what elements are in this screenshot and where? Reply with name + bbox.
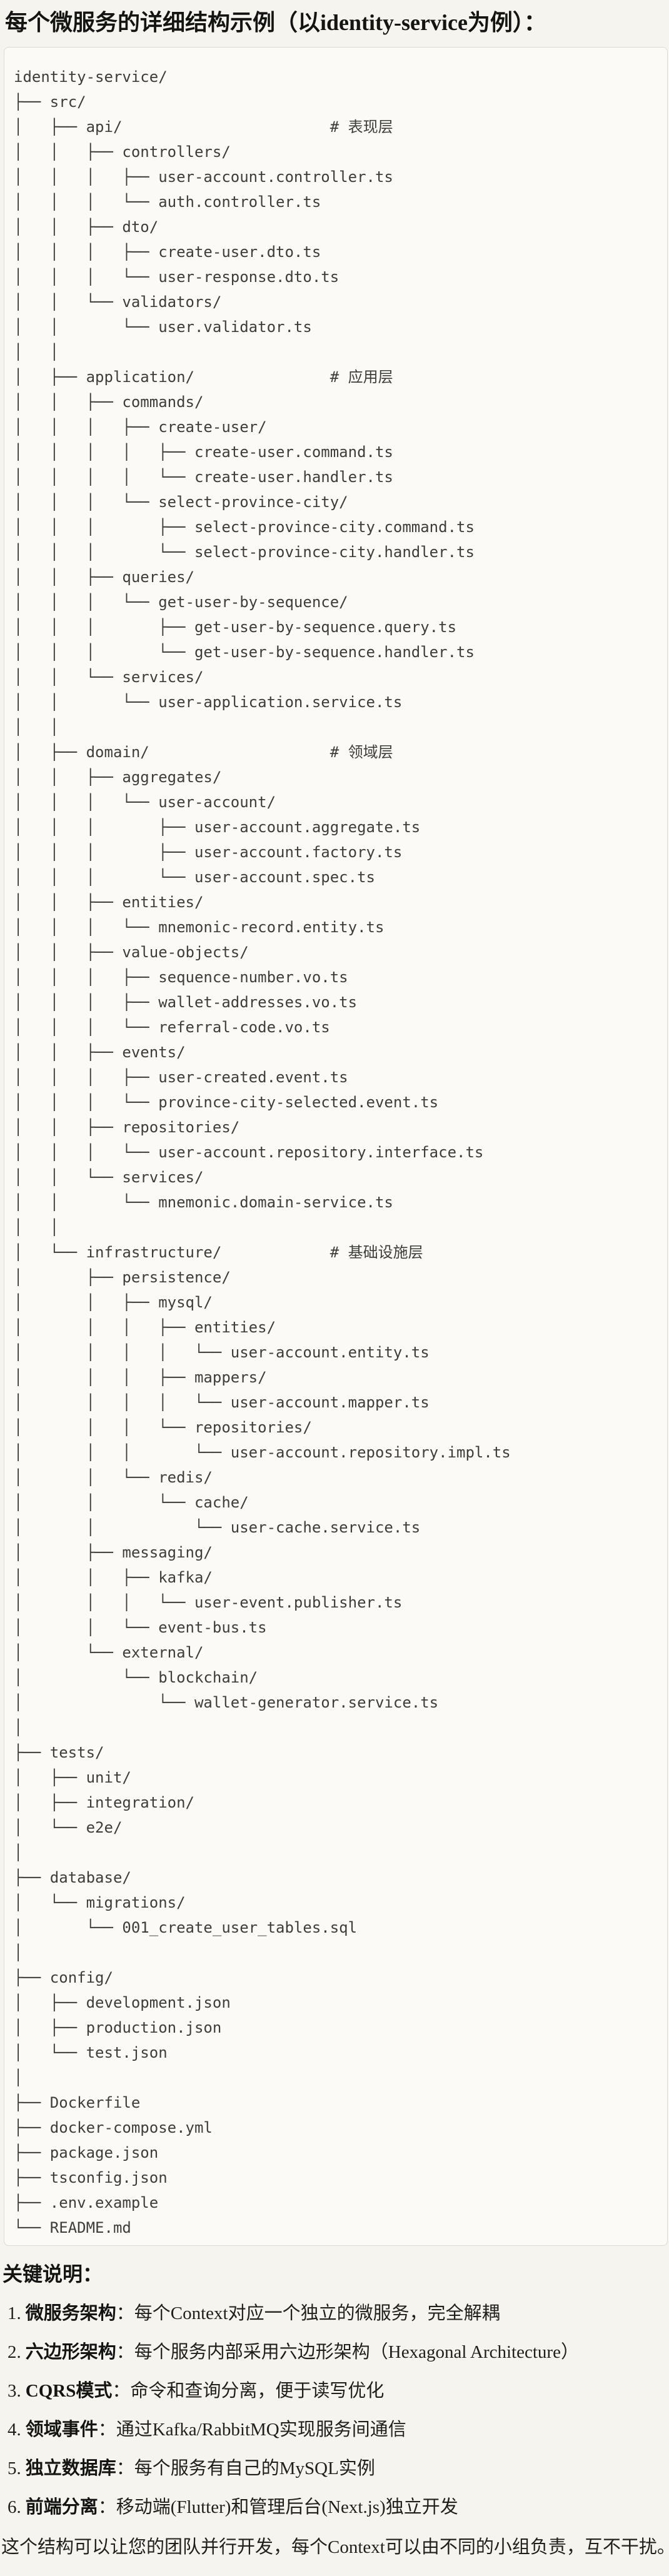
conclusion-paragraph: 这个结构可以让您的团队并行开发，每个Context可以由不同的小组负责，互不干扰… (1, 2537, 669, 2557)
note-item-number: 5. (8, 2458, 21, 2478)
directory-tree-text: identity-service/ ├── src/ │ ├── api/ # … (14, 68, 511, 2236)
note-item-text: ：命令和查询分离，便于读写优化 (112, 2380, 385, 2401)
note-item-label: 前端分离 (25, 2497, 98, 2517)
note-item-hexagonal: 2.六边形架构：每个服务内部采用六边形架构（Hexagonal Architec… (8, 2340, 669, 2365)
note-item-label: 独立数据库 (25, 2458, 116, 2478)
page-title: 每个微服务的详细结构示例（以identity-service为例）： (5, 10, 546, 35)
note-item-number: 2. (8, 2342, 21, 2362)
note-item-label: CQRS模式 (25, 2380, 113, 2401)
note-item-number: 4. (8, 2419, 21, 2440)
note-item-domain-events: 4.领域事件：通过Kafka/RabbitMQ实现服务间通信 (8, 2417, 669, 2442)
note-item-label: 六边形架构 (25, 2342, 116, 2362)
note-item-text: ：移动端(Flutter)和管理后台(Next.js)独立开发 (98, 2497, 458, 2517)
directory-tree-code-block: identity-service/ ├── src/ │ ├── api/ # … (4, 46, 668, 2246)
note-item-label: 领域事件 (25, 2419, 98, 2440)
note-item-microservice: 1.微服务架构：每个Context对应一个独立的微服务，完全解耦 (8, 2301, 669, 2326)
note-item-independent-db: 5.独立数据库：每个服务有自己的MySQL实例 (8, 2456, 669, 2481)
note-item-cqrs: 3.CQRS模式：命令和查询分离，便于读写优化 (8, 2378, 669, 2403)
note-item-text: ：每个Context对应一个独立的微服务，完全解耦 (116, 2303, 500, 2323)
note-item-number: 3. (8, 2380, 21, 2401)
note-item-text: ：通过Kafka/RabbitMQ实现服务间通信 (98, 2419, 406, 2440)
note-item-number: 1. (8, 2303, 21, 2323)
note-item-frontend-split: 6.前端分离：移动端(Flutter)和管理后台(Next.js)独立开发 (8, 2495, 669, 2520)
notes-heading: 关键说明： (3, 2262, 103, 2285)
note-item-text: ：每个服务内部采用六边形架构（Hexagonal Architecture） (116, 2342, 579, 2362)
note-item-label: 微服务架构 (25, 2303, 116, 2323)
note-item-text: ：每个服务有自己的MySQL实例 (116, 2458, 375, 2478)
note-item-number: 6. (8, 2497, 21, 2517)
